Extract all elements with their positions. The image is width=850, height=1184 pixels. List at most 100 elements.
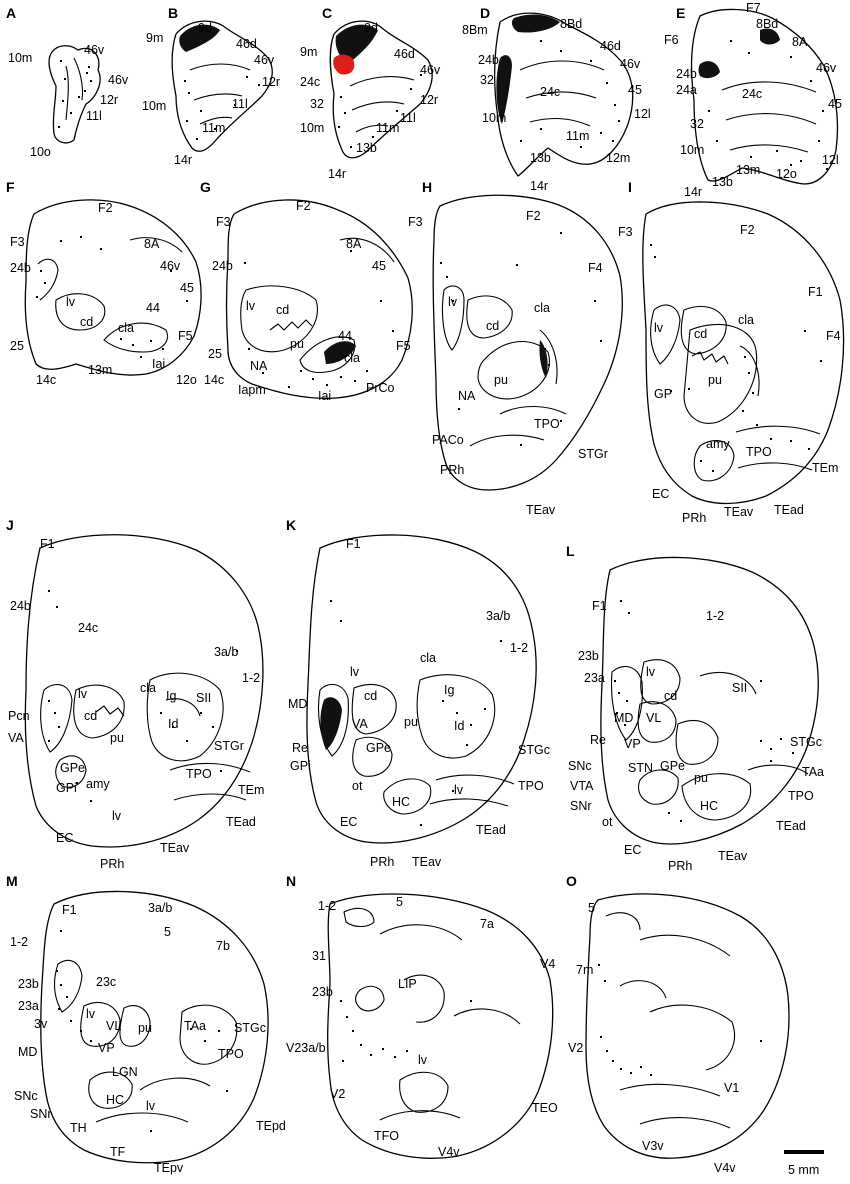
section-o: 5 7m V2 V1 V3v V4v bbox=[568, 893, 790, 1175]
section-d: 8Bm 8Bd 24b 46d 46v 32 24c 45 10m 12l 11… bbox=[462, 12, 651, 193]
label: MD bbox=[614, 711, 633, 725]
label: TEad bbox=[226, 815, 256, 829]
label: 9m bbox=[300, 45, 317, 59]
label: EC bbox=[340, 815, 357, 829]
label: TEO bbox=[532, 1101, 558, 1115]
label: TEav bbox=[412, 855, 442, 869]
label: lv bbox=[86, 1007, 96, 1021]
label: 31 bbox=[312, 949, 326, 963]
label: cd bbox=[664, 689, 677, 703]
label: F2 bbox=[98, 201, 113, 215]
label: 24b bbox=[212, 259, 233, 273]
label: 24c bbox=[742, 87, 762, 101]
label: 13b bbox=[712, 175, 733, 189]
label: F4 bbox=[588, 261, 603, 275]
label: PRh bbox=[682, 511, 706, 525]
label: F6 bbox=[664, 33, 679, 47]
label: GPi bbox=[290, 759, 311, 773]
panel-letter-m: M bbox=[6, 873, 18, 889]
label: F3 bbox=[618, 225, 633, 239]
label: cla bbox=[738, 313, 754, 327]
label: 32 bbox=[310, 97, 324, 111]
section-n: 1-2 5 7a 31 LIP V4 23b V23a/b lv V2 TEO … bbox=[286, 893, 558, 1159]
label: V2 bbox=[568, 1041, 583, 1055]
label: 46v bbox=[420, 63, 441, 77]
label: SNr bbox=[570, 799, 592, 813]
label: 23c bbox=[96, 975, 116, 989]
label: 3a/b bbox=[148, 901, 172, 915]
label: 11l bbox=[400, 111, 416, 125]
label: 45 bbox=[828, 97, 842, 111]
label: Iai bbox=[318, 389, 331, 403]
label: HC bbox=[392, 795, 410, 809]
label: V2 bbox=[330, 1087, 345, 1101]
label: amy bbox=[706, 437, 730, 451]
section-h: F3 F2 F4 lv cd cla pu NA TPO STGr PACo P… bbox=[408, 194, 623, 517]
panel-letter-o: O bbox=[566, 873, 577, 889]
label: TEad bbox=[774, 503, 804, 517]
label: 46v bbox=[84, 43, 105, 57]
label: 12l bbox=[822, 153, 839, 167]
label: F1 bbox=[346, 537, 361, 551]
label: 23a bbox=[584, 671, 605, 685]
label: NA bbox=[458, 389, 476, 403]
label: HC bbox=[700, 799, 718, 813]
label: 14r bbox=[530, 179, 548, 193]
label: 7m bbox=[576, 963, 593, 977]
label: 10m bbox=[482, 111, 506, 125]
label: F2 bbox=[740, 223, 755, 237]
panel-letter-l: L bbox=[566, 543, 575, 559]
panel-letter-n: N bbox=[286, 873, 296, 889]
label: F5 bbox=[178, 329, 193, 343]
label: GPe bbox=[660, 759, 685, 773]
label: LIP bbox=[398, 977, 417, 991]
label: cla bbox=[118, 321, 134, 335]
label: 11m bbox=[566, 129, 589, 143]
label: 14r bbox=[328, 167, 346, 181]
label: VP bbox=[98, 1041, 115, 1055]
label: V3v bbox=[642, 1139, 664, 1153]
label: PACo bbox=[432, 433, 464, 447]
label: TEav bbox=[724, 505, 754, 519]
label: 9m bbox=[146, 31, 163, 45]
label: F3 bbox=[408, 215, 423, 229]
section-l: F1 1-2 23b 23a SII lv cd MD VL Re VP STG… bbox=[568, 556, 824, 873]
label: TEav bbox=[718, 849, 748, 863]
label: HC bbox=[106, 1093, 124, 1107]
label: 5 bbox=[396, 895, 403, 909]
scale-bar-label: 5 mm bbox=[788, 1163, 819, 1177]
label: SNr bbox=[30, 1107, 52, 1121]
scale-bar: 5 mm bbox=[784, 1150, 824, 1177]
label: GPi bbox=[56, 781, 77, 795]
label: Ig bbox=[444, 683, 454, 697]
label: TPO bbox=[788, 789, 814, 803]
section-m: F1 3a/b 1-2 5 7b 23b 23c 23a 3v lv VL pu… bbox=[10, 890, 286, 1175]
label: GPe bbox=[366, 741, 391, 755]
label: 12r bbox=[100, 93, 118, 107]
label: 45 bbox=[372, 259, 386, 273]
label: 1-2 bbox=[318, 899, 336, 913]
label: VA bbox=[352, 717, 368, 731]
label: F7 bbox=[746, 1, 761, 15]
label: GPe bbox=[60, 761, 85, 775]
label: 46d bbox=[236, 37, 257, 51]
panel-letter-k: K bbox=[286, 517, 296, 533]
label: cd bbox=[276, 303, 289, 317]
label: 10m bbox=[680, 143, 704, 157]
label: 46d bbox=[394, 47, 415, 61]
label: 44 bbox=[146, 301, 160, 315]
label: TEav bbox=[160, 841, 190, 855]
label: F1 bbox=[40, 537, 55, 551]
panel-letter-b: B bbox=[168, 5, 178, 21]
label: cd bbox=[80, 315, 93, 329]
label: pu bbox=[110, 731, 124, 745]
label: lv bbox=[654, 321, 664, 335]
panel-letter-i: I bbox=[628, 179, 632, 195]
label: 46v bbox=[816, 61, 837, 75]
label: lv bbox=[350, 665, 360, 679]
label: TEpv bbox=[154, 1161, 184, 1175]
label: 24c bbox=[540, 85, 560, 99]
label: TF bbox=[110, 1145, 126, 1159]
label: Id bbox=[168, 717, 178, 731]
